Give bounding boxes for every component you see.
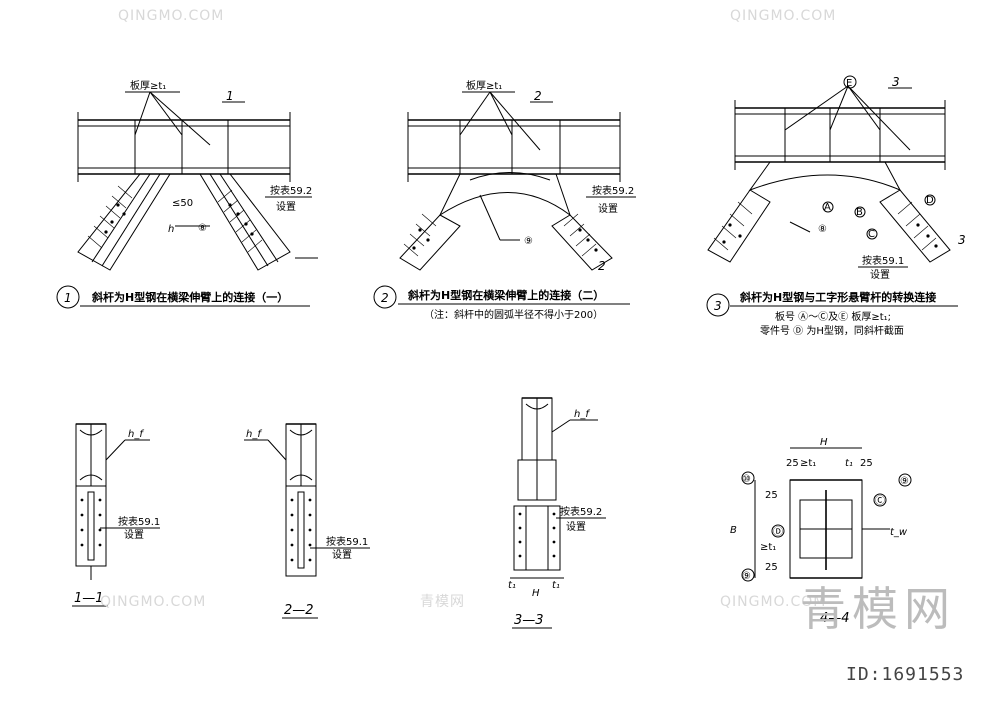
svg-text:h: h	[168, 224, 174, 235]
section-3-3: h_f 按表59.2 设置 t₁ H t₁ 3—3	[508, 397, 606, 629]
section-3-3-table-sub: 设置	[566, 521, 586, 533]
section-3-3-dim-1: t₁	[508, 580, 516, 591]
detail-1-dim: ≤50	[172, 198, 193, 209]
section-3-3-label: 3—3	[514, 613, 544, 628]
detail-2-number: 2	[381, 291, 389, 305]
watermark: QINGMO.COM QINGMO.COM QINGMO.COM QINGMO.…	[100, 8, 964, 685]
section-4-4-dim-25d: 25	[765, 562, 778, 573]
detail-2-note: 板厚≥t₁	[466, 79, 502, 92]
watermark-id: ID:1691553	[846, 664, 964, 685]
detail-3-subnote-1: 板号 Ⓐ～Ⓒ及Ⓔ 板厚≥t₁;	[775, 310, 891, 323]
detail-3-plate-b: B	[856, 207, 863, 218]
section-4-4: H 25 ≥t₁ t₁ 25 B 25 25 ≥t₁ t_w ⑩ ⑨ Ⓒ Ⓓ ⑨…	[730, 437, 912, 626]
detail-1-caption: 斜杆为H型钢在横梁伸臂上的连接（一）	[91, 290, 288, 304]
detail-3: E 3 A B C D ⑧ 按表59.1 设置 3 3 斜杆为H型钢与工字形悬臂…	[706, 75, 966, 337]
detail-3-plate-d: D	[926, 195, 934, 206]
watermark-brand-small: 青模网	[420, 594, 465, 610]
section-3-3-table-ref: 按表59.2	[560, 505, 602, 518]
section-4-4-dim-25a: 25	[786, 458, 799, 469]
detail-2: 板厚≥t₁ 2 ⑨ 按表59.2 设置 2 2 斜杆为H型钢在横梁伸臂上的连接（…	[373, 79, 636, 321]
section-4-4-dim-25c: 25	[765, 490, 778, 501]
section-4-4-callout-10: ⑩	[742, 474, 751, 485]
watermark-site-3: QINGMO.COM	[100, 594, 206, 610]
detail-1-callout: ⑧	[198, 223, 207, 234]
section-2-2-label: 2—2	[284, 603, 314, 618]
watermark-site-4: QINGMO.COM	[720, 594, 826, 610]
detail-1-number: 1	[64, 291, 72, 305]
detail-1-table-sub: 设置	[276, 201, 296, 213]
detail-3-section-mark: 3	[892, 75, 900, 89]
detail-2-table-ref: 按表59.2	[592, 184, 634, 197]
detail-2-section-mark: 2	[534, 89, 542, 103]
section-4-4-callout-c: Ⓒ	[875, 495, 885, 507]
section-4-4-dim-h: H	[820, 437, 828, 448]
detail-3-caption: 斜杆为H型钢与工字形悬臂杆的转换连接	[739, 290, 936, 304]
section-1-1-table-ref: 按表59.1	[118, 515, 160, 528]
section-3-3-dim-3: t₁	[552, 580, 560, 591]
detail-1: 板厚≥t₁ 1 ≤50 h ⑧ 按表59.2 设置 1 斜杆为H型钢在横梁伸臂上…	[56, 79, 318, 309]
detail-3-plate-c: C	[868, 229, 875, 240]
watermark-brand: 青模网	[800, 582, 956, 636]
section-4-4-dim-b: B	[730, 525, 737, 536]
detail-3-plate-a: A	[824, 202, 831, 213]
section-2-2: h_f 按表59.1 设置 2—2	[244, 423, 370, 619]
section-4-4-callout-9b: ⑨	[742, 571, 751, 582]
detail-3-table-ref: 按表59.1	[862, 254, 904, 267]
detail-2-caption: 斜杆为H型钢在横梁伸臂上的连接（二）	[407, 288, 604, 302]
section-2-2-weld: h_f	[246, 429, 262, 440]
section-4-4-callout-9a: ⑨	[900, 476, 909, 487]
svg-text:4—4: 4—4	[820, 611, 850, 626]
detail-3-note: E	[846, 78, 852, 89]
detail-2-subnote: （注：斜杆中的圆弧半径不得小于200）	[424, 308, 603, 321]
section-4-4-dim-tw: t_w	[890, 527, 908, 538]
svg-text:2: 2	[598, 259, 606, 273]
section-3-3-weld: h_f	[574, 409, 590, 420]
detail-1-note: 板厚≥t₁	[130, 79, 166, 92]
detail-2-table-sub: 设置	[598, 203, 618, 215]
section-2-2-table-ref: 按表59.1	[326, 535, 368, 548]
section-4-4-dim-25b: 25	[860, 458, 873, 469]
section-1-1: h_f 按表59.1 设置 1—1	[72, 423, 160, 607]
section-1-1-table-sub: 设置	[124, 529, 144, 541]
detail-3-callout: ⑧	[818, 224, 827, 235]
section-1-1-weld: h_f	[128, 429, 144, 440]
section-3-3-dim-2: H	[532, 588, 540, 599]
watermark-site-2: QINGMO.COM	[730, 8, 836, 24]
section-1-1-label: 1—1	[74, 591, 104, 606]
svg-text:3: 3	[958, 233, 966, 247]
detail-1-table-ref: 按表59.2	[270, 184, 312, 197]
detail-2-callout: ⑨	[524, 236, 533, 247]
detail-3-number: 3	[714, 299, 722, 313]
detail-1-section-mark: 1	[226, 89, 234, 103]
section-4-4-dim-t1a: ≥t₁	[800, 458, 816, 469]
detail-3-table-sub: 设置	[870, 269, 890, 281]
section-4-4-dim-t1c: ≥t₁	[760, 542, 776, 553]
section-2-2-table-sub: 设置	[332, 549, 352, 561]
detail-3-subnote-2: 零件号 Ⓓ 为H型钢，同斜杆截面	[760, 324, 904, 337]
section-4-4-dim-t1b: t₁	[845, 458, 853, 469]
section-4-4-callout-d: Ⓓ	[773, 526, 783, 538]
watermark-site-1: QINGMO.COM	[118, 8, 224, 24]
